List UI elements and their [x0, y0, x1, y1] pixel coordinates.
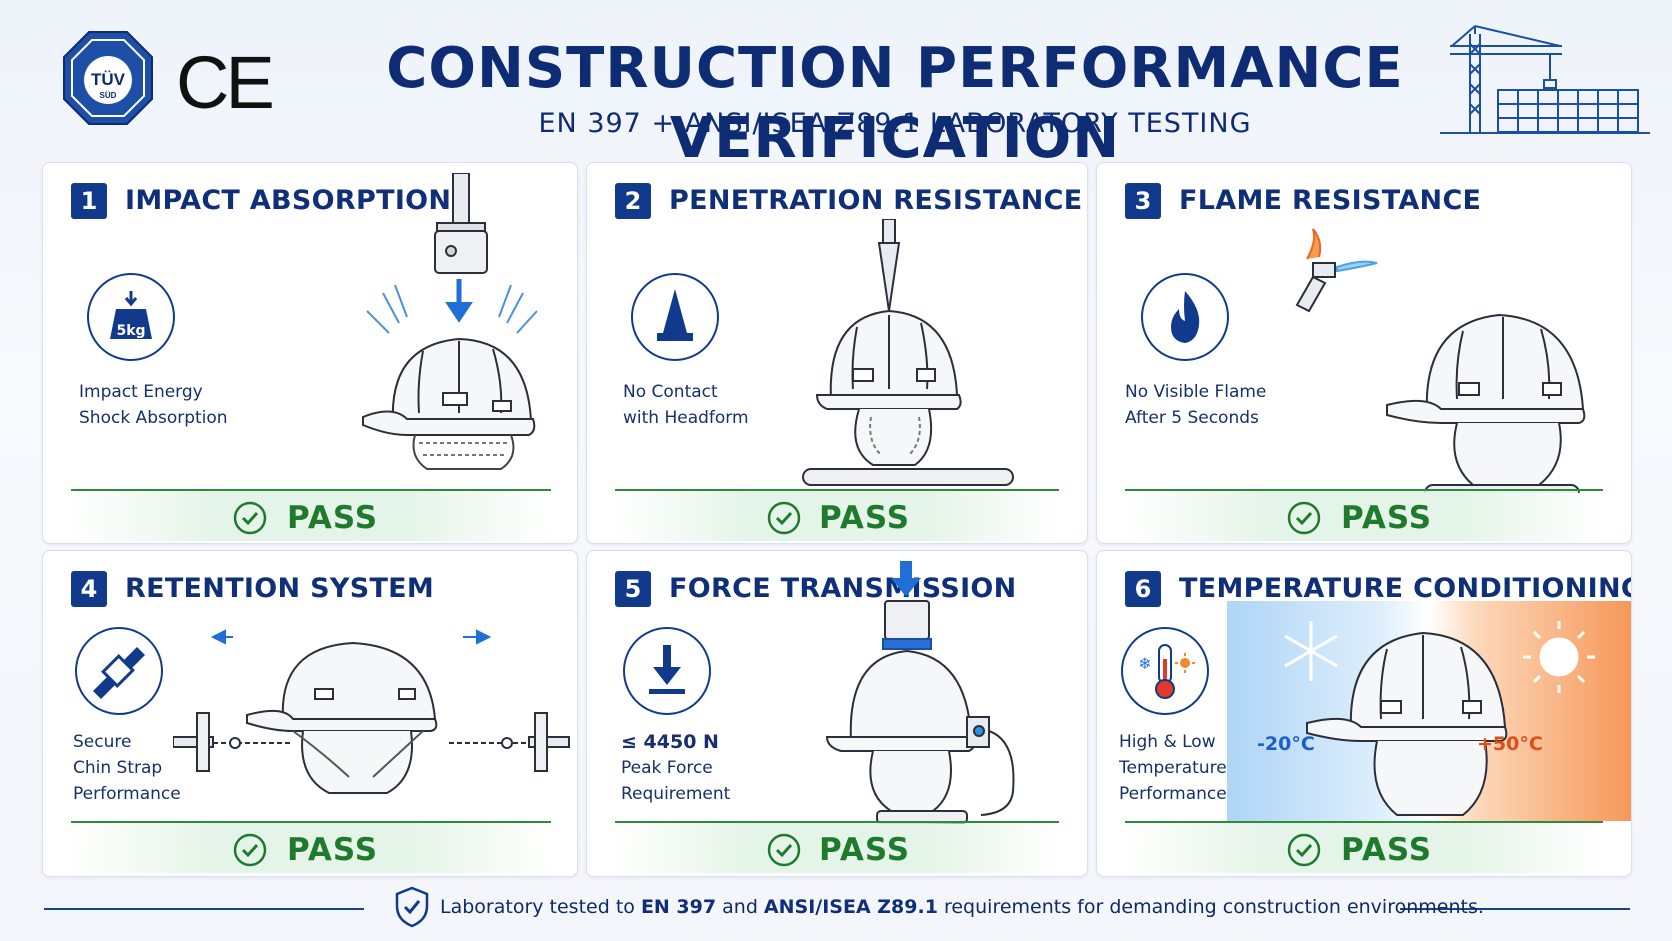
card-title: RETENTION SYSTEM [125, 573, 435, 604]
flame-test-illustration [1277, 223, 1617, 502]
page-subtitle: EN 397 + ANSI/ISEA Z89.1 LABORATORY TEST… [538, 108, 1252, 139]
pass-row [615, 823, 1059, 873]
svg-text:TÜV: TÜV [91, 70, 126, 89]
footer-statement: Laboratory tested to EN 397 and ANSI/ISE… [440, 896, 1484, 918]
pass-label: PASS [819, 500, 911, 536]
pass-label: PASS [1341, 500, 1433, 536]
page-title: CONSTRUCTION PERFORMANCE VERIFICATION [386, 36, 1404, 171]
retention-test-illustration [172, 627, 573, 801]
pass-row [71, 491, 551, 541]
separator [1125, 821, 1603, 823]
shield-check-icon [395, 886, 429, 928]
pass-row [1125, 823, 1603, 873]
card-number: 3 [1125, 183, 1161, 219]
tuv-sud-logo: TÜV SÜD [62, 30, 154, 126]
pass-row [1125, 491, 1603, 541]
weight-icon: 5kg [87, 273, 175, 361]
svg-text:SÜD: SÜD [100, 91, 117, 100]
impact-test-illustration [323, 172, 563, 487]
separator [615, 821, 1059, 823]
card-number: 4 [71, 571, 107, 607]
separator [71, 489, 551, 491]
check-circle-icon [1287, 833, 1321, 867]
card-title: TEMPERATURE CONDITIONING [1179, 573, 1632, 604]
penetration-test-illustration [797, 218, 1037, 493]
cold-temperature-label: -20°C [1257, 733, 1315, 755]
footer-divider-right [1400, 908, 1630, 910]
force-test-illustration [817, 560, 1037, 831]
separator [71, 821, 551, 823]
temperature-test-illustration [1237, 601, 1617, 825]
card-title: PENETRATION RESISTANCE [669, 185, 1083, 216]
weight-label: 5kg [116, 323, 146, 339]
separator [1125, 489, 1603, 491]
card-number: 2 [615, 183, 651, 219]
card-number: 5 [615, 571, 651, 607]
check-circle-icon [233, 833, 267, 867]
sun-icon [1523, 621, 1595, 693]
pass-label: PASS [287, 500, 379, 536]
separator [615, 489, 1059, 491]
construction-crane-icon [1440, 20, 1650, 140]
flame-icon [1141, 273, 1229, 361]
card-title: IMPACT ABSORPTION [125, 185, 452, 216]
pass-label: PASS [287, 832, 379, 868]
check-circle-icon [767, 501, 801, 535]
check-circle-icon [233, 501, 267, 535]
down-arrow-icon [623, 627, 711, 715]
pass-label: PASS [1341, 832, 1433, 868]
card-number: 1 [71, 183, 107, 219]
pass-label: PASS [819, 832, 911, 868]
check-circle-icon [767, 833, 801, 867]
footer-divider-left [44, 908, 364, 910]
buckle-icon [75, 627, 163, 715]
hot-temperature-label: +50°C [1477, 733, 1543, 755]
cone-spike-icon [631, 273, 719, 361]
snowflake-icon [1284, 621, 1338, 681]
card-title: FORCE TRANSMISSION [669, 573, 1017, 604]
pass-row [615, 491, 1059, 541]
card-title: FLAME RESISTANCE [1179, 185, 1482, 216]
pass-row [71, 823, 551, 873]
ce-mark: CE [176, 41, 275, 124]
thermometer-icon: ❄ [1121, 627, 1209, 715]
check-circle-icon [1287, 501, 1321, 535]
svg-text:❄: ❄ [1138, 654, 1151, 673]
card-number: 6 [1125, 571, 1161, 607]
